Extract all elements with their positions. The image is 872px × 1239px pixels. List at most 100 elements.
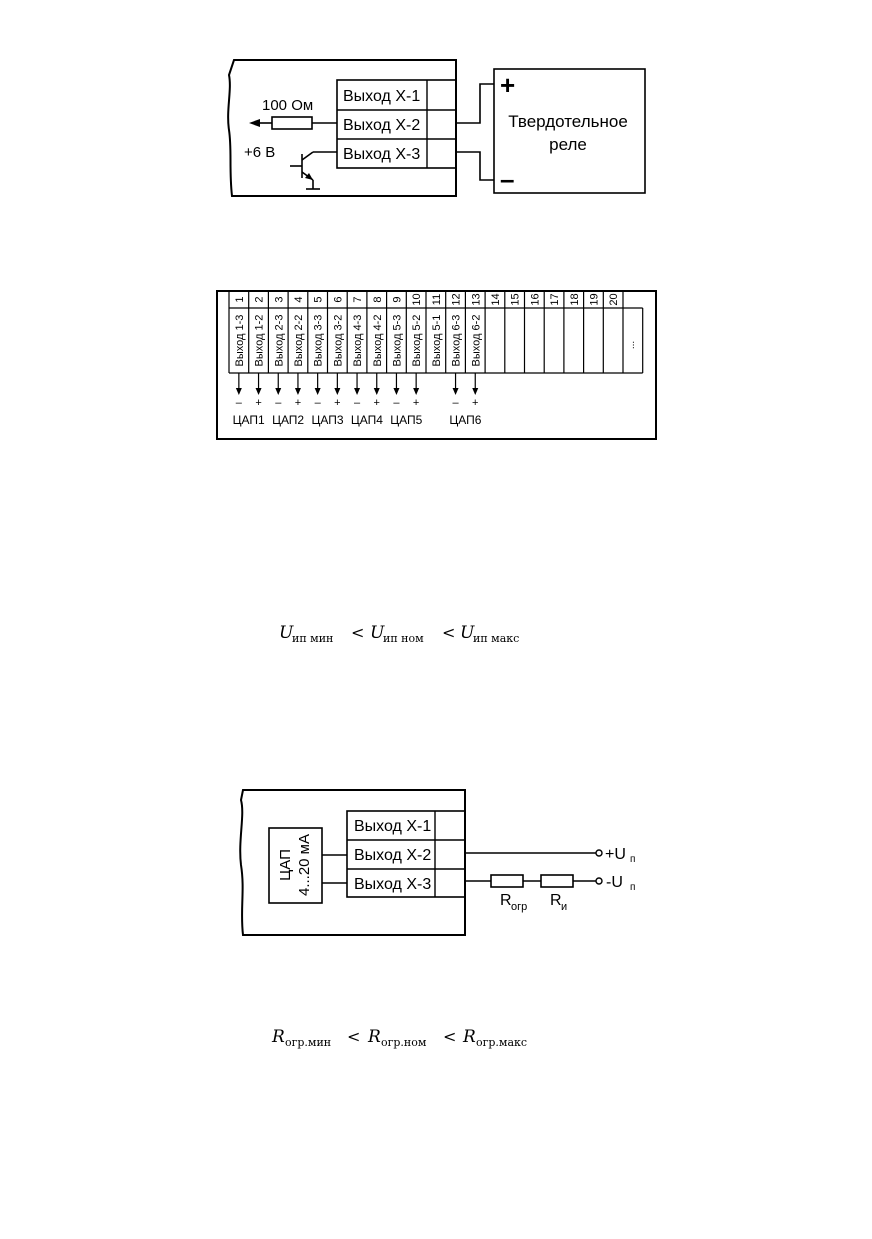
arrow-down-icon xyxy=(413,388,420,395)
terminal-label: Выход 5-2 xyxy=(411,315,423,367)
terminal-number: 5 xyxy=(313,296,325,302)
supply-voltage-formula: U ип мин < U ип ном < U ип макс xyxy=(279,623,519,645)
formula2-op-2: < xyxy=(443,1027,456,1046)
output-table-2 xyxy=(346,810,466,898)
terminal-number: 8 xyxy=(372,296,384,302)
terminal-label: Выход 2-3 xyxy=(273,315,285,367)
formula2-sub-2: огр.ном xyxy=(381,1036,427,1049)
terminal-number: 12 xyxy=(451,293,463,305)
arrow-down-icon xyxy=(472,388,479,395)
terminal-block-outline xyxy=(216,290,657,440)
relay-minus-wire xyxy=(456,151,494,181)
terminal-number: 6 xyxy=(332,296,344,302)
terminal-number: 2 xyxy=(254,296,266,302)
polarity-sign: + xyxy=(413,397,419,409)
dac-group-label: ЦАП3 xyxy=(311,413,343,427)
plus-terminal-icon xyxy=(595,849,603,857)
terminal-number: 15 xyxy=(510,293,522,305)
load-resistor-sub: и xyxy=(561,901,567,913)
terminal-label: Выход 3-2 xyxy=(332,315,344,367)
minus-supply-label: -U xyxy=(606,874,623,891)
dac-group-label: ЦАП6 xyxy=(449,413,481,427)
polarity-sign: + xyxy=(255,397,261,409)
dac-group-label: ЦАП5 xyxy=(390,413,422,427)
terminal-number: 1 xyxy=(234,296,246,302)
formula1-var-3: U xyxy=(460,623,475,643)
terminal-number: 17 xyxy=(549,293,561,305)
relay-title-line1: Твердотельное xyxy=(508,112,628,131)
output-x3-label: Выход Х-3 xyxy=(343,146,420,163)
formula2-op-1: < xyxy=(347,1027,360,1046)
terminal-label: Выход 4-3 xyxy=(352,315,364,367)
device-body-outline-2 xyxy=(239,789,466,936)
terminal-number: 4 xyxy=(293,296,305,302)
terminal-label: Выход 1-2 xyxy=(254,315,266,367)
polarity-sign: + xyxy=(295,397,301,409)
dac-current-loop-diagram: ЦАП 4...20 мА Выход Х-1 Выход Х-2 Выход … xyxy=(239,789,635,936)
terminal-number: 9 xyxy=(391,296,403,302)
plus-supply-sub: п xyxy=(630,854,635,865)
terminal-ellipsis: ... xyxy=(626,341,637,349)
minus-supply-sub: п xyxy=(630,882,635,893)
output-x2-label-2: Выход Х-2 xyxy=(354,847,431,864)
dac-group-label: ЦАП1 xyxy=(233,413,265,427)
supply-voltage-label: +6 В xyxy=(244,144,275,161)
limiting-resistor-formula: R огр.мин < R огр.ном < R огр.макс xyxy=(271,1027,527,1049)
formula1-sub-3: ип макс xyxy=(473,632,519,645)
arrow-down-icon xyxy=(452,388,459,395)
dac-group-label: ЦАП2 xyxy=(272,413,304,427)
terminal-number: 16 xyxy=(529,293,541,305)
output-x3-label-2: Выход Х-3 xyxy=(354,876,431,893)
terminal-number: 18 xyxy=(569,293,581,305)
minus-terminal-icon xyxy=(595,877,603,885)
formula2-var-3: R xyxy=(462,1027,476,1047)
resistor-value-label: 100 Ом xyxy=(262,97,313,114)
terminal-number: 19 xyxy=(588,293,600,305)
polarity-sign: – xyxy=(315,397,322,409)
arrow-down-icon xyxy=(354,388,361,395)
terminal-label: Выход 4-2 xyxy=(372,315,384,367)
formula1-op-1: < xyxy=(351,623,364,642)
polarity-sign: – xyxy=(275,397,282,409)
limiting-resistor-sub: огр xyxy=(511,901,527,913)
limiting-resistor xyxy=(490,874,524,888)
arrow-down-icon xyxy=(275,388,282,395)
terminal-label: Выход 6-3 xyxy=(451,315,463,367)
terminal-label: Выход 5-1 xyxy=(431,315,443,367)
emitter-arrow-icon xyxy=(305,173,313,180)
load-resistor xyxy=(540,874,574,888)
formula1-sub-1: ип мин xyxy=(292,632,333,645)
polarity-sign: + xyxy=(334,397,340,409)
arrow-down-icon xyxy=(393,388,400,395)
formula1-sub-2: ип ном xyxy=(383,632,424,645)
formula1-var-1: U xyxy=(279,623,294,643)
limiting-resistor-label: R xyxy=(500,892,512,909)
terminal-number: 13 xyxy=(470,293,482,305)
output-table xyxy=(336,79,457,169)
output-x1-label: Выход Х-1 xyxy=(343,88,420,105)
polarity-sign: – xyxy=(452,397,459,409)
polarity-sign: – xyxy=(393,397,400,409)
dac-label-line1: ЦАП xyxy=(277,849,294,881)
device-body-outline xyxy=(227,59,457,197)
terminal-number: 3 xyxy=(273,296,285,302)
terminal-number: 11 xyxy=(431,294,443,305)
terminal-number: 20 xyxy=(608,293,620,305)
resistor-100-ohm xyxy=(271,116,313,130)
arrow-down-icon xyxy=(373,388,380,395)
polarity-sign: + xyxy=(472,397,478,409)
formula2-var-2: R xyxy=(367,1027,381,1047)
dac-label-line2: 4...20 мА xyxy=(296,834,313,896)
arrow-down-icon xyxy=(235,388,242,395)
polarity-sign: + xyxy=(374,397,380,409)
formula2-var-1: R xyxy=(271,1027,285,1047)
formula1-var-2: U xyxy=(370,623,385,643)
load-resistor-label: R xyxy=(550,892,562,909)
relay-connection-diagram: Выход Х-1 Выход Х-2 Выход Х-3 100 Ом +6 … xyxy=(227,59,646,197)
relay-plus-sign: + xyxy=(500,70,515,100)
arrow-down-icon xyxy=(255,388,262,395)
terminal-label: Выход 3-3 xyxy=(313,315,325,367)
